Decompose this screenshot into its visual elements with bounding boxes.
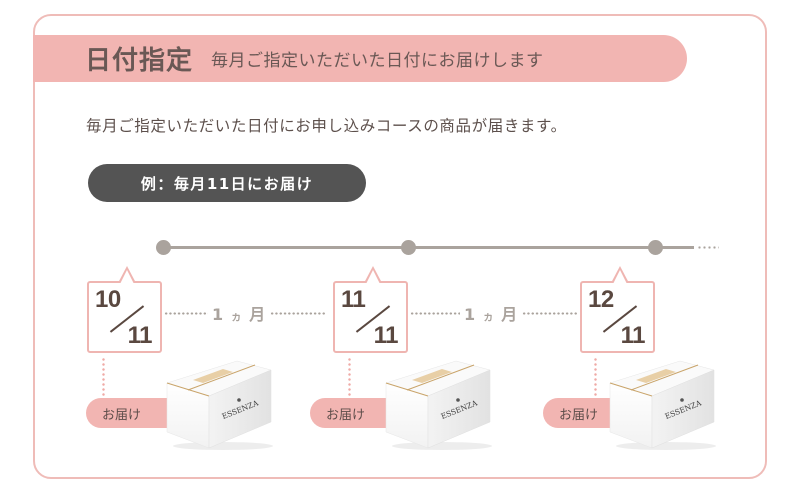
interval-label: 1 ヵ 月 (212, 305, 267, 324)
date-month: 12 (588, 286, 614, 313)
date-callout-2: 11 11 (333, 266, 408, 353)
delivery-label-text: お届け (559, 407, 599, 423)
page-subtitle: 毎月ご指定いただいた日付にお届けします (211, 51, 544, 71)
package-box-icon: ESSENZA (382, 360, 494, 452)
interval-1: 1 ヵ 月 (164, 303, 326, 324)
delivery-label-1: お届け (86, 398, 171, 428)
interval-dots (410, 311, 460, 315)
delivery-connector-3 (594, 357, 597, 399)
example-label: 例：毎月11日にお届け (88, 164, 366, 202)
date-day: 11 (620, 322, 646, 349)
timeline-dot-2 (401, 240, 416, 255)
timeline-dot-3 (648, 240, 663, 255)
date-day: 11 (127, 322, 153, 349)
timeline-dot-1 (156, 240, 171, 255)
interval-dots (270, 311, 326, 315)
box-image: ESSENZA (609, 360, 716, 450)
delivery-label-text: お届け (326, 407, 366, 423)
interval-dots (164, 311, 208, 315)
header-banner: 日付指定 毎月ご指定いただいた日付にお届けします (33, 35, 687, 82)
delivery-label-2: お届け (310, 398, 395, 428)
description-text: 毎月ご指定いただいた日付にお申し込みコースの商品が届きます。 (86, 117, 567, 135)
timeline-continuation-dots (697, 246, 719, 249)
package-box-icon: ESSENZA (163, 360, 275, 452)
delivery-label-text: お届け (102, 407, 142, 423)
interval-label: 1 ヵ 月 (464, 305, 519, 324)
delivery-connector-2 (348, 357, 351, 399)
interval-dots (522, 311, 578, 315)
box-image: ESSENZA (385, 360, 492, 450)
example-label-text: 例：毎月11日にお届け (140, 174, 314, 193)
page-title: 日付指定 (85, 46, 194, 76)
timeline-line (163, 246, 694, 249)
date-day: 11 (373, 322, 399, 349)
date-month: 11 (341, 286, 366, 313)
date-callout-3: 12 11 (580, 266, 655, 353)
box-image: ESSENZA (166, 360, 273, 450)
delivery-connector-1 (102, 357, 105, 399)
interval-2: 1 ヵ 月 (410, 303, 578, 324)
date-callout-1: 10 11 (87, 266, 162, 353)
date-month: 10 (95, 286, 121, 313)
package-box-icon: ESSENZA (606, 360, 718, 452)
